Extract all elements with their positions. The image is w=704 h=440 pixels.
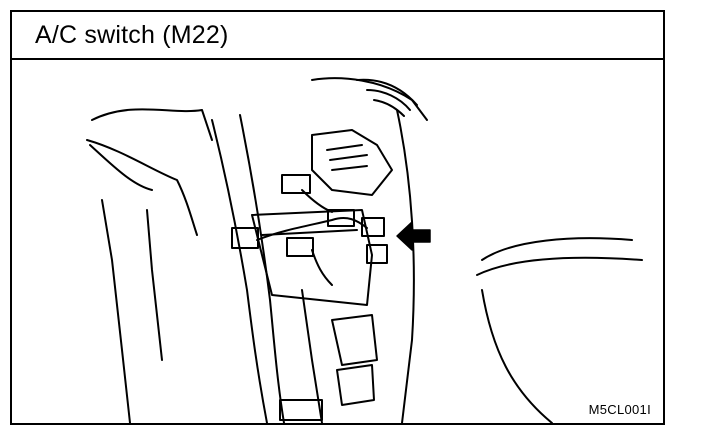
right-trim-panel <box>396 109 415 423</box>
glovebox-edge <box>89 144 153 191</box>
arrow-left-icon <box>396 221 431 251</box>
left-pillar-inner <box>146 209 163 361</box>
right-lower-curve <box>481 289 553 423</box>
switch-housing <box>311 129 393 196</box>
column-trim-outer <box>211 119 268 423</box>
dashboard-illustration <box>86 77 643 423</box>
floor-block <box>279 399 323 421</box>
pedal-lower <box>336 364 375 406</box>
dash-outline-left <box>91 108 213 141</box>
upper-vent-housing <box>311 77 428 121</box>
column-trim-inner <box>239 114 285 423</box>
figure-title: A/C switch (M22) <box>35 21 229 49</box>
figure-frame: A/C switch (M22) <box>10 10 665 425</box>
dash-lower-trim <box>86 139 198 236</box>
right-door-curve-2 <box>476 256 643 276</box>
vent-grille <box>356 78 418 106</box>
harness-drop <box>311 249 333 286</box>
left-pillar <box>101 199 131 423</box>
right-door-curve <box>481 237 633 261</box>
vent-grille-2 <box>366 89 411 111</box>
figure-code: M5CL001I <box>588 402 651 417</box>
connector-lower-right <box>366 244 388 264</box>
connector-right <box>361 217 385 237</box>
vent-grille-3 <box>373 99 405 117</box>
floor-tunnel <box>301 289 323 423</box>
harness-branch <box>301 189 333 213</box>
connector-center <box>327 209 355 227</box>
connector-upper-left <box>281 174 311 194</box>
line-drawing <box>12 60 663 423</box>
harness-main <box>256 217 368 241</box>
switch-ribs <box>326 144 368 171</box>
title-bar: A/C switch (M22) <box>12 12 663 60</box>
connector-lower <box>286 237 314 257</box>
bracket-edge <box>261 229 358 236</box>
pedal-box <box>331 314 378 366</box>
connector-left-clip <box>231 227 259 249</box>
